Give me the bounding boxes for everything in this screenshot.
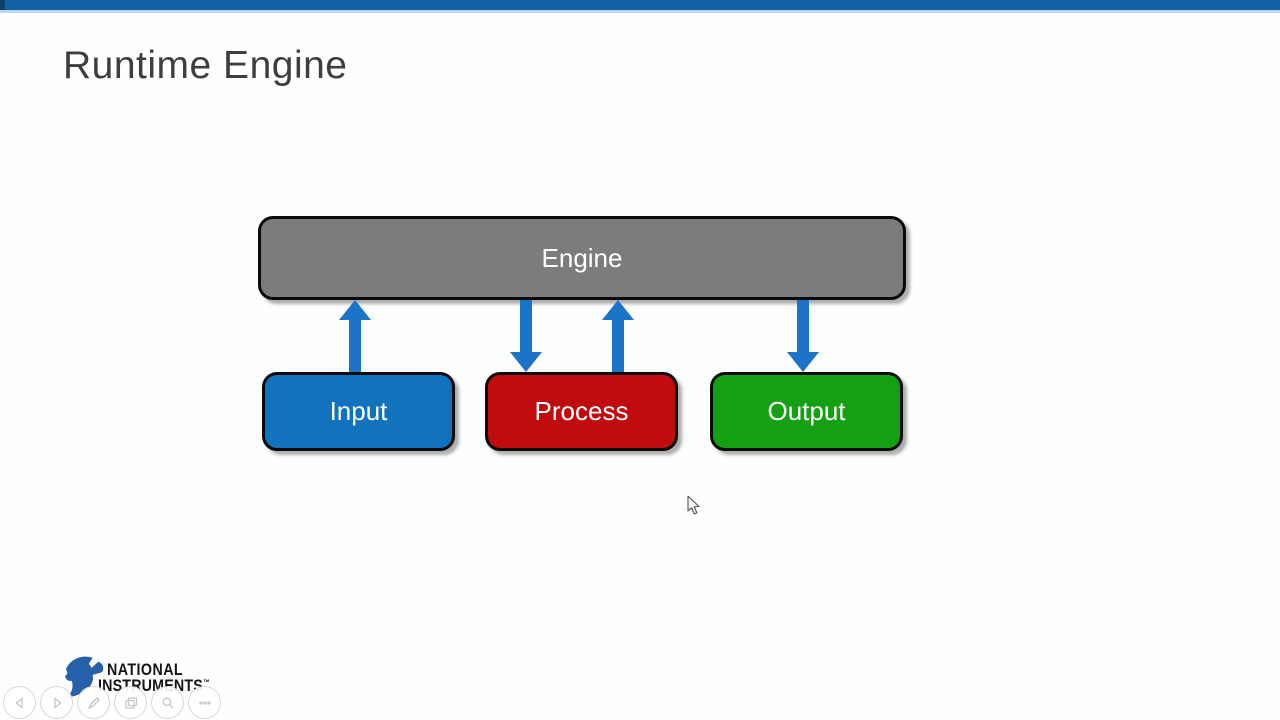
search-icon	[162, 697, 173, 708]
pencil-icon	[87, 696, 100, 709]
mouse-cursor	[687, 496, 700, 515]
more-button[interactable]	[188, 686, 221, 719]
arrow-process-to-engine-up	[602, 300, 634, 372]
process-node: Process	[485, 372, 678, 451]
top-bar-left-edge	[0, 0, 5, 10]
previous-button[interactable]	[3, 686, 36, 719]
play-button[interactable]	[40, 686, 73, 719]
top-title-bar	[0, 0, 1280, 10]
arrow-engine-to-output-down	[787, 300, 819, 372]
logo-text-national: NATIONAL	[107, 660, 184, 679]
slides-icon	[124, 696, 137, 709]
output-node: Output	[710, 372, 903, 451]
search-button[interactable]	[151, 686, 184, 719]
input-node-label: Input	[329, 396, 388, 426]
process-node-label: Process	[534, 396, 629, 426]
previous-icon	[14, 696, 23, 709]
engine-node-label: Engine	[541, 242, 623, 273]
ni-eagle-icon	[64, 656, 104, 697]
input-node: Input	[262, 372, 455, 451]
arrow-input-to-engine-up	[339, 300, 371, 372]
trademark-symbol: ™	[202, 678, 210, 687]
player-controls-toolbar	[0, 686, 240, 720]
slides-button[interactable]	[114, 686, 147, 719]
page-title: Runtime Engine	[63, 44, 348, 87]
top-accent-line	[0, 10, 1280, 13]
arrow-engine-to-process-down	[510, 300, 542, 372]
play-icon	[53, 696, 62, 709]
output-node-label: Output	[767, 396, 846, 426]
edit-button[interactable]	[77, 686, 110, 719]
more-ellipsis-icon	[198, 700, 211, 705]
engine-node: Engine	[258, 216, 906, 300]
